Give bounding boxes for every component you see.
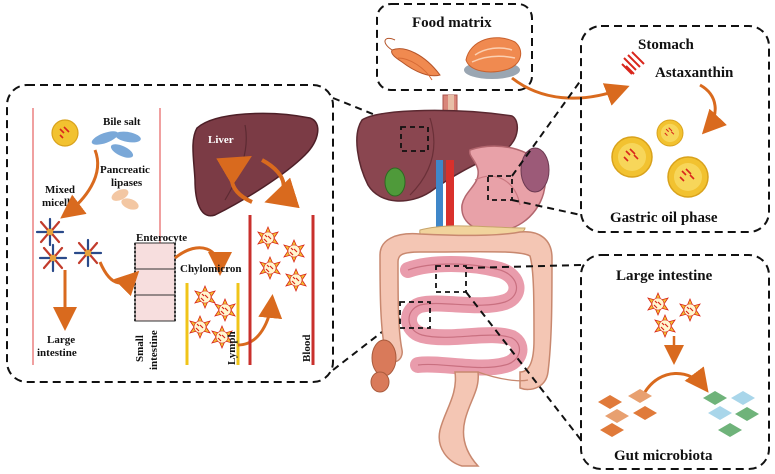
- blood-particle-2: [283, 239, 305, 263]
- large-label: Large: [47, 334, 75, 346]
- blood-particle-4: [285, 268, 307, 292]
- small-label: Small: [134, 335, 146, 362]
- focus-box-small-intestine: [399, 301, 431, 329]
- blood-particle-3: [259, 256, 281, 280]
- pancreatic-label: Pancreatic: [100, 164, 150, 176]
- mixed-micelle-2: [38, 243, 68, 273]
- arrow-to-oil-phase: [699, 83, 728, 135]
- colon-particle-1: [647, 292, 669, 316]
- arrow-lymph-to-blood: [237, 294, 283, 347]
- oil-droplet-3: [667, 156, 709, 198]
- chylomicron-particle-1: [194, 285, 216, 309]
- astaxanthin-label: Astaxanthin: [655, 65, 734, 81]
- large-intestine-title: Large intestine: [616, 268, 713, 284]
- arrow-to-chylomicron: [174, 246, 232, 276]
- micelle-label: micelle: [42, 197, 75, 209]
- colon-particle-3: [654, 314, 676, 338]
- stomach-panel-border: [580, 25, 770, 233]
- lymph-label: Lymph: [226, 331, 238, 365]
- large-intestine-panel-border: [580, 254, 770, 470]
- arrow-food-to-stomach: [511, 76, 630, 106]
- shrimp-icon: [384, 37, 441, 81]
- astaxanthin-molecule-icon: [621, 51, 645, 75]
- pancreatic-lipase-icon: [111, 189, 139, 210]
- salmon-icon: [464, 37, 522, 79]
- enterocyte-label: Enterocyte: [136, 232, 187, 244]
- blood-label: Blood: [301, 334, 313, 362]
- connector-small-intestine: [332, 317, 401, 371]
- mixed-label: Mixed: [45, 184, 75, 196]
- focus-box-large-intestine: [435, 265, 467, 293]
- oil-droplet-1: [611, 136, 653, 178]
- liver-cycle-arrow-1: [261, 158, 300, 209]
- microbiota-green-group: [703, 391, 759, 437]
- blood-particle-1: [257, 226, 279, 250]
- chylomicron-particle-2: [214, 298, 236, 322]
- mixed-micelle-1: [35, 217, 65, 247]
- microbiota-orange-group: [598, 389, 657, 437]
- arrow-micelle-to-enterocyte: [98, 261, 140, 297]
- stomach-title: Stomach: [638, 37, 694, 53]
- mixed-micelle-3: [73, 238, 103, 268]
- gut-microbiota-label: Gut microbiota: [614, 448, 713, 464]
- food-matrix-title: Food matrix: [412, 15, 492, 31]
- connector-stomach-top: [511, 79, 582, 177]
- focus-box-liver: [400, 126, 429, 152]
- absorption-panel-border: [6, 84, 334, 383]
- enterocyte-cells: [134, 242, 176, 322]
- colon-particle-2: [679, 298, 701, 322]
- gastric-oil-phase-label: Gastric oil phase: [610, 210, 718, 226]
- arrow-microbe-conversion: [643, 366, 709, 393]
- digestive-system-illustration: [356, 94, 553, 467]
- liver-label: Liver: [208, 134, 234, 146]
- arrow-to-micelle: [60, 149, 100, 219]
- bile-salt-label: Bile salt: [103, 116, 141, 128]
- intestine-small-label: intestine: [148, 330, 160, 370]
- liver-cycle-arrow-2: [216, 155, 253, 204]
- focus-box-stomach: [487, 175, 513, 201]
- bile-salt-icon: [91, 131, 141, 158]
- connector-colon-bottom: [465, 291, 582, 441]
- liver-icon: [192, 112, 319, 217]
- chylomicron-particle-3: [189, 315, 211, 339]
- food-matrix-panel-border: [376, 3, 533, 91]
- lipases-label: lipases: [111, 177, 143, 189]
- chylomicron-label: Chylomicron: [180, 263, 242, 275]
- oil-droplet-2: [656, 119, 684, 147]
- intestine-label: intestine: [37, 347, 77, 359]
- astaxanthin-droplet: [51, 119, 79, 147]
